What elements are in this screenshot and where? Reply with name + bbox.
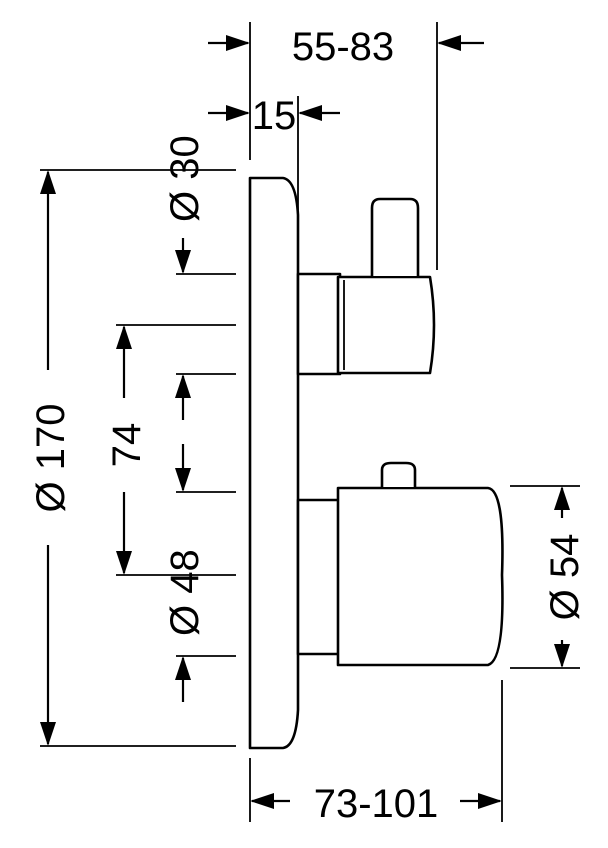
dimension-center-distance: 74 — [105, 423, 149, 468]
dimension-small-knob-dia: Ø 30 — [163, 135, 207, 222]
dimension-plate-depth: 15 — [252, 94, 297, 138]
lower-valve-stem — [296, 498, 342, 656]
wall-plate — [248, 176, 300, 750]
upper-lever — [370, 197, 420, 276]
upper-valve-knob — [336, 275, 436, 375]
dimension-total-depth: 55-83 — [292, 25, 394, 69]
dimension-overall-depth: 73-101 — [314, 782, 439, 826]
dimension-large-knob-dia: Ø 54 — [543, 534, 587, 621]
dimension-plate-dia: Ø 170 — [29, 404, 73, 513]
dimension-stem-dia: Ø 48 — [163, 549, 207, 636]
temperature-stop-button — [380, 461, 417, 487]
lower-thermostat-knob — [336, 486, 504, 667]
upper-valve-stem — [296, 272, 342, 376]
